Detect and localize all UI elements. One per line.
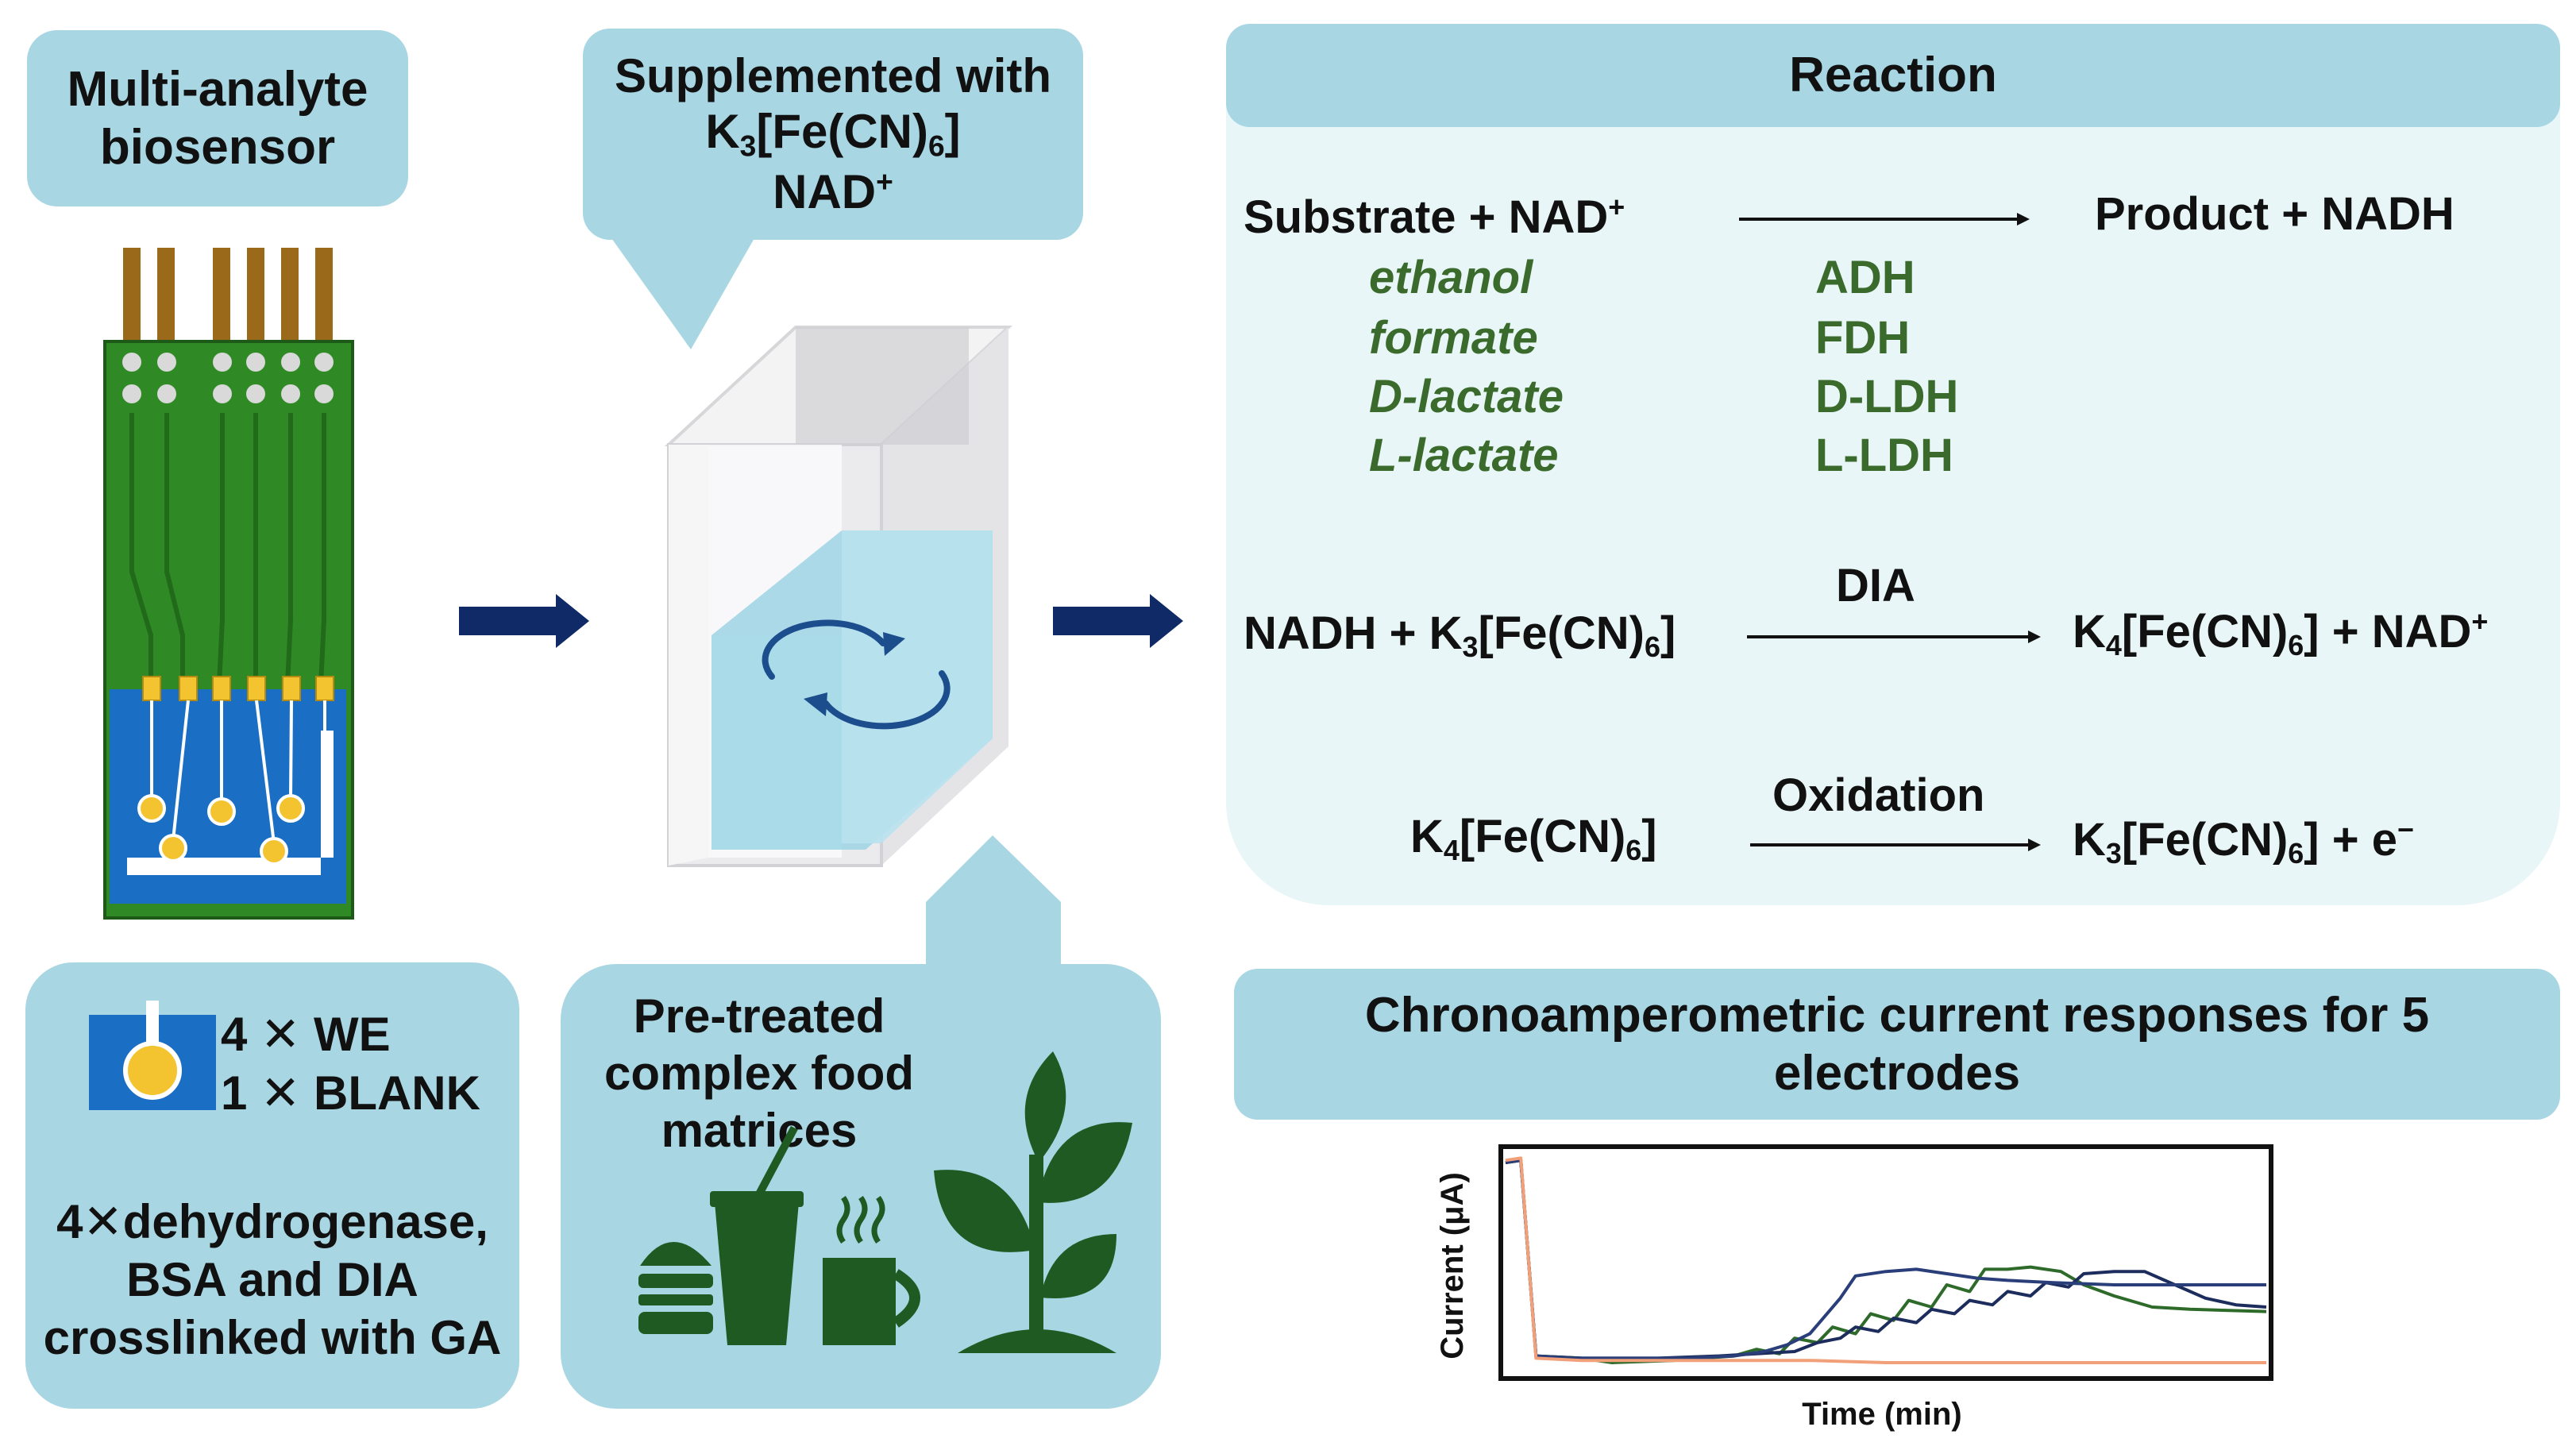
supplement-label: Supplemented with K3[Fe(CN)6] NAD+: [583, 29, 1083, 240]
chart-series-line-3: [1505, 1159, 2266, 1360]
electrode-modification: 4✕dehydrogenase, BSA and DIA crosslinked…: [43, 1195, 502, 1365]
electrodes-box: 4 ✕ WE 1 ✕ BLANK 4✕dehydrogenase, BSA an…: [25, 962, 519, 1409]
gold-pins: [123, 248, 333, 348]
eq2-left: NADH + K3[Fe(CN)6]: [1244, 607, 1676, 664]
enzyme-3: D-LDH: [1815, 371, 1959, 422]
substrate-1: ethanol: [1369, 252, 1533, 303]
substrate-2: formate: [1369, 312, 1538, 364]
enzyme-4: L-LDH: [1815, 430, 1953, 481]
eq1-left: Substrate + NAD+: [1244, 191, 1625, 243]
chart-series-line-4: [1505, 1156, 2266, 1364]
eq2-catalyst: DIA: [1836, 560, 1915, 611]
we-count: 4 ✕ WE: [221, 1008, 391, 1061]
eq2-right: K4[Fe(CN)6] + NAD+: [2073, 605, 2489, 662]
eq3-left: K4[Fe(CN)6]: [1410, 811, 1657, 867]
biosensor-label-line1: Multi-analyte: [67, 61, 368, 117]
eq1-right: Product + NADH: [2095, 188, 2455, 240]
blank-count: 1 ✕ BLANK: [221, 1066, 480, 1120]
enzyme-2: FDH: [1815, 312, 1911, 364]
eq3-right: K3[Fe(CN)6] + e−: [2073, 813, 2414, 870]
burger-icon: [638, 1242, 713, 1334]
chart-xlabel: Time (min): [1802, 1397, 1962, 1432]
drink-icon: [710, 1125, 804, 1345]
stirring-icon: [762, 619, 951, 730]
food-box: Pre-treated complex food matrices: [561, 964, 1161, 1409]
supplement-nad: NAD+: [773, 164, 893, 218]
chart-plot-area: [1498, 1144, 2273, 1381]
plant-icon: [934, 1051, 1132, 1353]
chrono-label: Chronoamperometric current responses for…: [1234, 969, 2560, 1120]
biosensor-label-line2: biosensor: [99, 120, 336, 175]
food-icons: [638, 1051, 1132, 1353]
biosensor-label: Multi-analyte biosensor: [27, 30, 408, 206]
coffee-cup-icon: [823, 1195, 920, 1345]
reaction-header: Reaction: [1226, 24, 2560, 127]
reaction-panel: [1226, 24, 2560, 905]
food-label: Pre-treated complex food matrices: [604, 989, 915, 1157]
enzyme-1: ADH: [1815, 252, 1915, 303]
supplement-label-line1: Supplemented with: [614, 48, 1052, 102]
supplement-formula: K3[Fe(CN)6]: [705, 105, 961, 163]
substrate-4: L-lactate: [1369, 430, 1559, 481]
electrode-icon: [89, 1001, 216, 1110]
eq3-label: Oxidation: [1772, 769, 1985, 821]
chart-ylabel: Current (μA): [1435, 1172, 1470, 1359]
substrate-3: D-lactate: [1369, 371, 1564, 422]
